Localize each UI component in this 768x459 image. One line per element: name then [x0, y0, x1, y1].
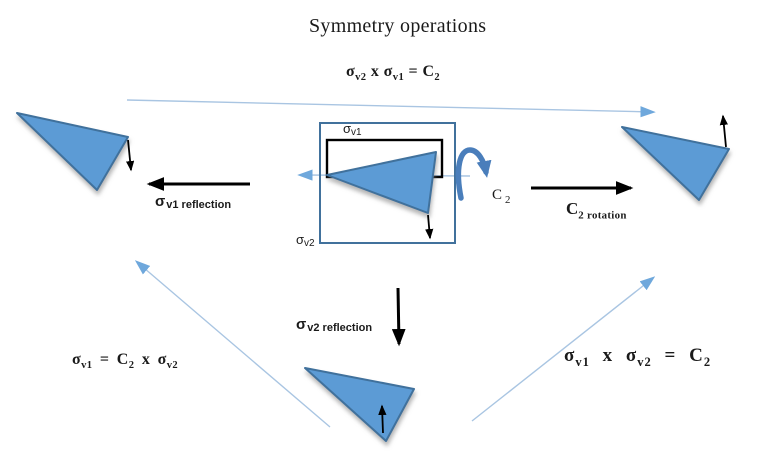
- eq-br-result: = C: [651, 345, 704, 366]
- eq-br-sigma2: σ: [625, 345, 638, 366]
- label-mirror-v1: σv1: [343, 121, 362, 138]
- triangle-left-reflected: [16, 112, 129, 191]
- c-glyph: C: [492, 187, 503, 203]
- equation-bottom-right: σv1 x σv2 = C2: [564, 345, 712, 370]
- boundary-square: [319, 122, 456, 244]
- eq-bl-times: x: [134, 351, 158, 368]
- eq-bl-result: = C: [92, 351, 129, 368]
- sigma-v1-reflection-text: v1 reflection: [166, 199, 232, 211]
- arrow-top-composition: [126, 99, 656, 118]
- label-mirror-v2: σv2: [296, 232, 315, 249]
- eq-bl-sub2: v2: [166, 360, 179, 372]
- orientation-arrow-bottom-up: [378, 404, 387, 434]
- arrow-sigma-v2-reflection: [391, 287, 406, 347]
- c2-rotation-sub: 2 rotation: [578, 209, 627, 222]
- page-title: Symmetry operations: [309, 15, 487, 37]
- eq-br-sub1: v1: [575, 354, 590, 369]
- sigma-glyph: σ: [155, 193, 166, 210]
- eq-top-result-sub: 2: [434, 72, 441, 84]
- c-glyph: C: [566, 199, 579, 218]
- eq-top-result: = C: [404, 63, 435, 80]
- c2-axis-sub: 2: [505, 194, 511, 206]
- label-sigma-v1-reflection: σv1 reflection: [155, 193, 232, 211]
- eq-bl-sigma2: σ: [157, 351, 167, 368]
- eq-top-sigma2: σ: [383, 63, 393, 80]
- eq-br-result-sub: 2: [703, 354, 712, 369]
- mirror-v2-sub: v2: [304, 238, 315, 249]
- label-c2-rotation: C2 rotation: [566, 199, 627, 222]
- eq-top-times: x: [366, 63, 384, 80]
- sigma-v2-reflection-text: v2 reflection: [307, 322, 373, 334]
- arrow-diagonal-right-composition: [471, 276, 656, 422]
- triangle-bottom-reflected: [304, 367, 415, 442]
- mirror-v1-sub: v1: [351, 127, 362, 138]
- orientation-arrow-left-down: [125, 139, 135, 172]
- eq-bl-sigma1: σ: [72, 351, 82, 368]
- eq-top-sigma1: σ: [346, 63, 356, 80]
- orientation-arrow-right-up: [719, 114, 728, 148]
- arrow-diagonal-left-composition: [134, 260, 331, 428]
- eq-bl-sub1: v1: [81, 360, 93, 372]
- sigma-glyph: σ: [296, 232, 305, 247]
- eq-br-times: x: [589, 345, 626, 366]
- c2-rotation-curved-arrow-icon: [455, 147, 492, 201]
- sigma-glyph: σ: [296, 316, 307, 333]
- triangle-center-original: [326, 151, 437, 214]
- eq-bl-result-sub: 2: [128, 360, 135, 372]
- sigma-glyph: σ: [343, 121, 352, 136]
- equation-top: σv2 x σv1 = C2: [346, 63, 440, 84]
- eq-top-sub2: v1: [392, 72, 405, 84]
- eq-top-sub1: v2: [355, 72, 367, 84]
- orientation-arrow-center-down: [425, 214, 434, 240]
- triangle-right-rotated: [621, 126, 730, 201]
- eq-br-sub2: v2: [637, 354, 652, 369]
- eq-br-sigma1: σ: [564, 345, 576, 366]
- equation-bottom-left: σv1 = C2 x σv2: [72, 351, 178, 372]
- label-sigma-v2-reflection: σv2 reflection: [296, 316, 373, 334]
